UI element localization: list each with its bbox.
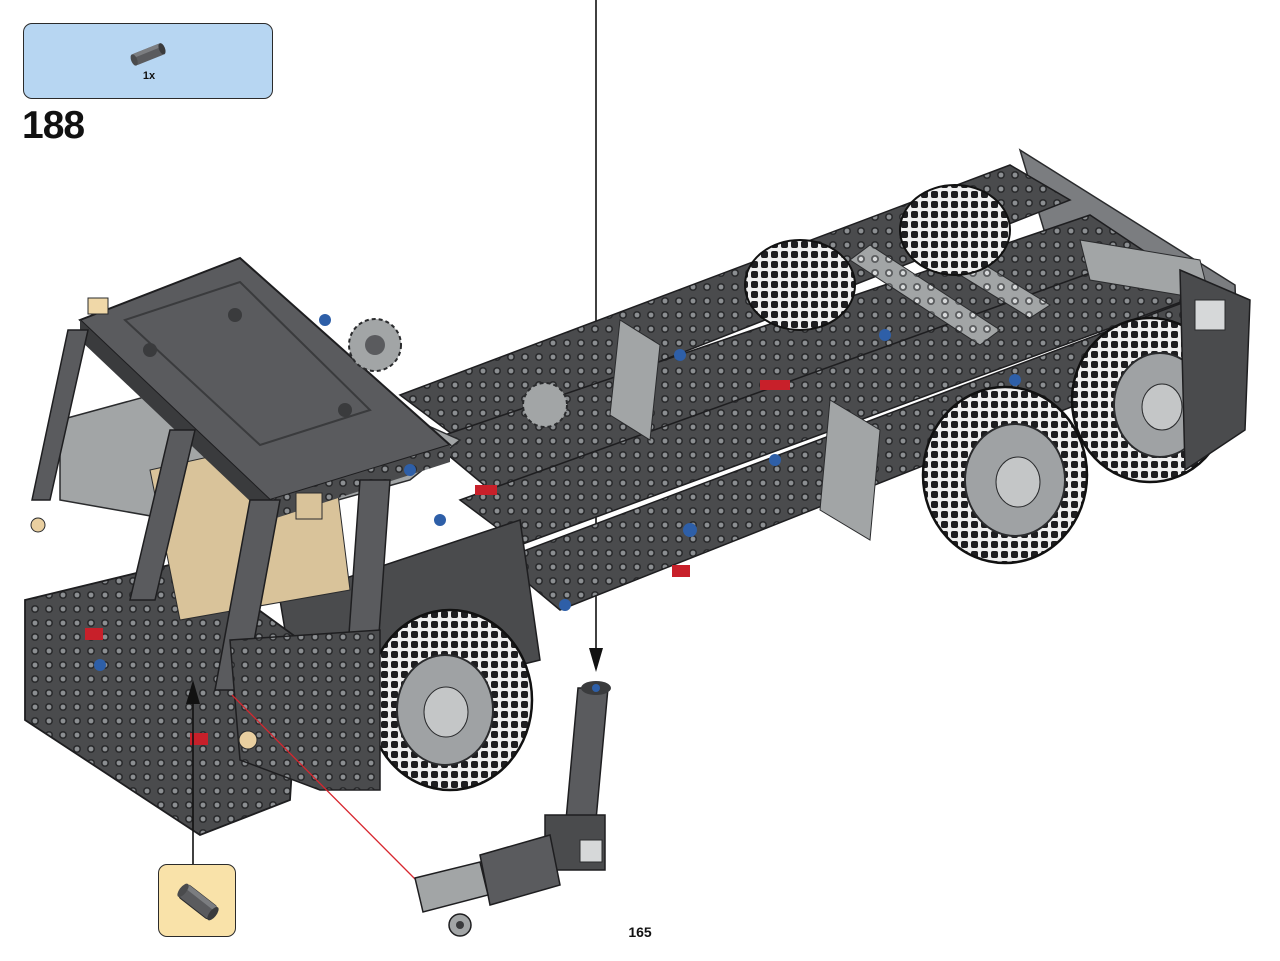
dark-gray-axle-connector-icon xyxy=(130,43,166,66)
rear-wheel-back-1 xyxy=(744,239,856,331)
parts-list-box: 1x xyxy=(23,23,273,99)
callout-part-box xyxy=(158,864,236,937)
rear-wheel-front-1 xyxy=(921,385,1089,565)
steering-arm-subassembly-icon xyxy=(414,681,611,937)
dark-gray-axle-connector-icon xyxy=(177,883,219,921)
page-number: 165 xyxy=(628,924,652,940)
step-number: 188 xyxy=(22,104,85,147)
connector-line xyxy=(231,694,419,883)
front-wheel xyxy=(366,608,534,792)
rear-wheel-back-2 xyxy=(899,184,1011,276)
technic-truck-chassis-icon xyxy=(24,148,1251,837)
part-quantity: 1x xyxy=(142,70,156,82)
upward-callout-arrow-icon xyxy=(186,680,200,864)
